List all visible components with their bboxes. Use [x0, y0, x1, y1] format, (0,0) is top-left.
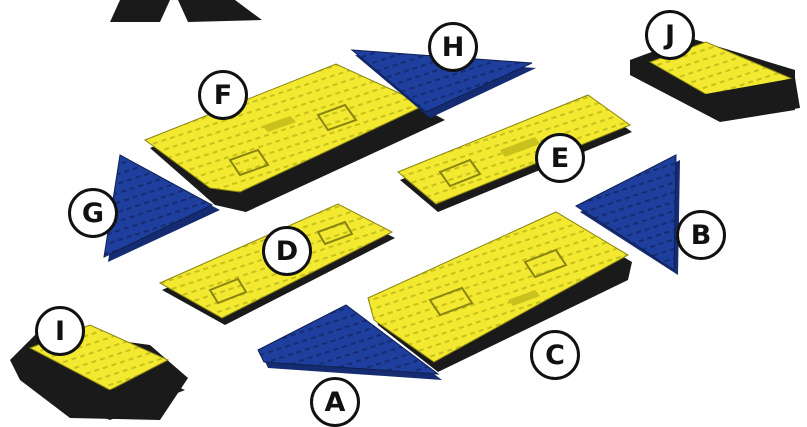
- callout-b: B: [676, 210, 726, 260]
- top-black-ramps: [110, 0, 262, 22]
- callout-j-label: J: [665, 22, 675, 49]
- callout-b-label: B: [691, 222, 712, 249]
- callout-a: A: [310, 377, 360, 427]
- callout-g-label: G: [82, 200, 104, 227]
- callout-f: F: [198, 70, 248, 120]
- callout-c-label: C: [545, 342, 565, 369]
- callout-e: E: [535, 133, 585, 183]
- callout-a-label: A: [325, 389, 346, 416]
- callout-d-label: D: [276, 238, 298, 265]
- callout-i: I: [35, 306, 85, 356]
- callout-e-label: E: [551, 145, 569, 172]
- callout-h: H: [428, 22, 478, 72]
- callout-f-label: F: [214, 82, 232, 109]
- callout-h-label: H: [442, 34, 465, 61]
- callout-c: C: [530, 330, 580, 380]
- callout-d: D: [262, 226, 312, 276]
- callout-g: G: [68, 188, 118, 238]
- callout-i-label: I: [55, 318, 65, 345]
- callout-j: J: [645, 10, 695, 60]
- cable-protector-c: [368, 212, 632, 372]
